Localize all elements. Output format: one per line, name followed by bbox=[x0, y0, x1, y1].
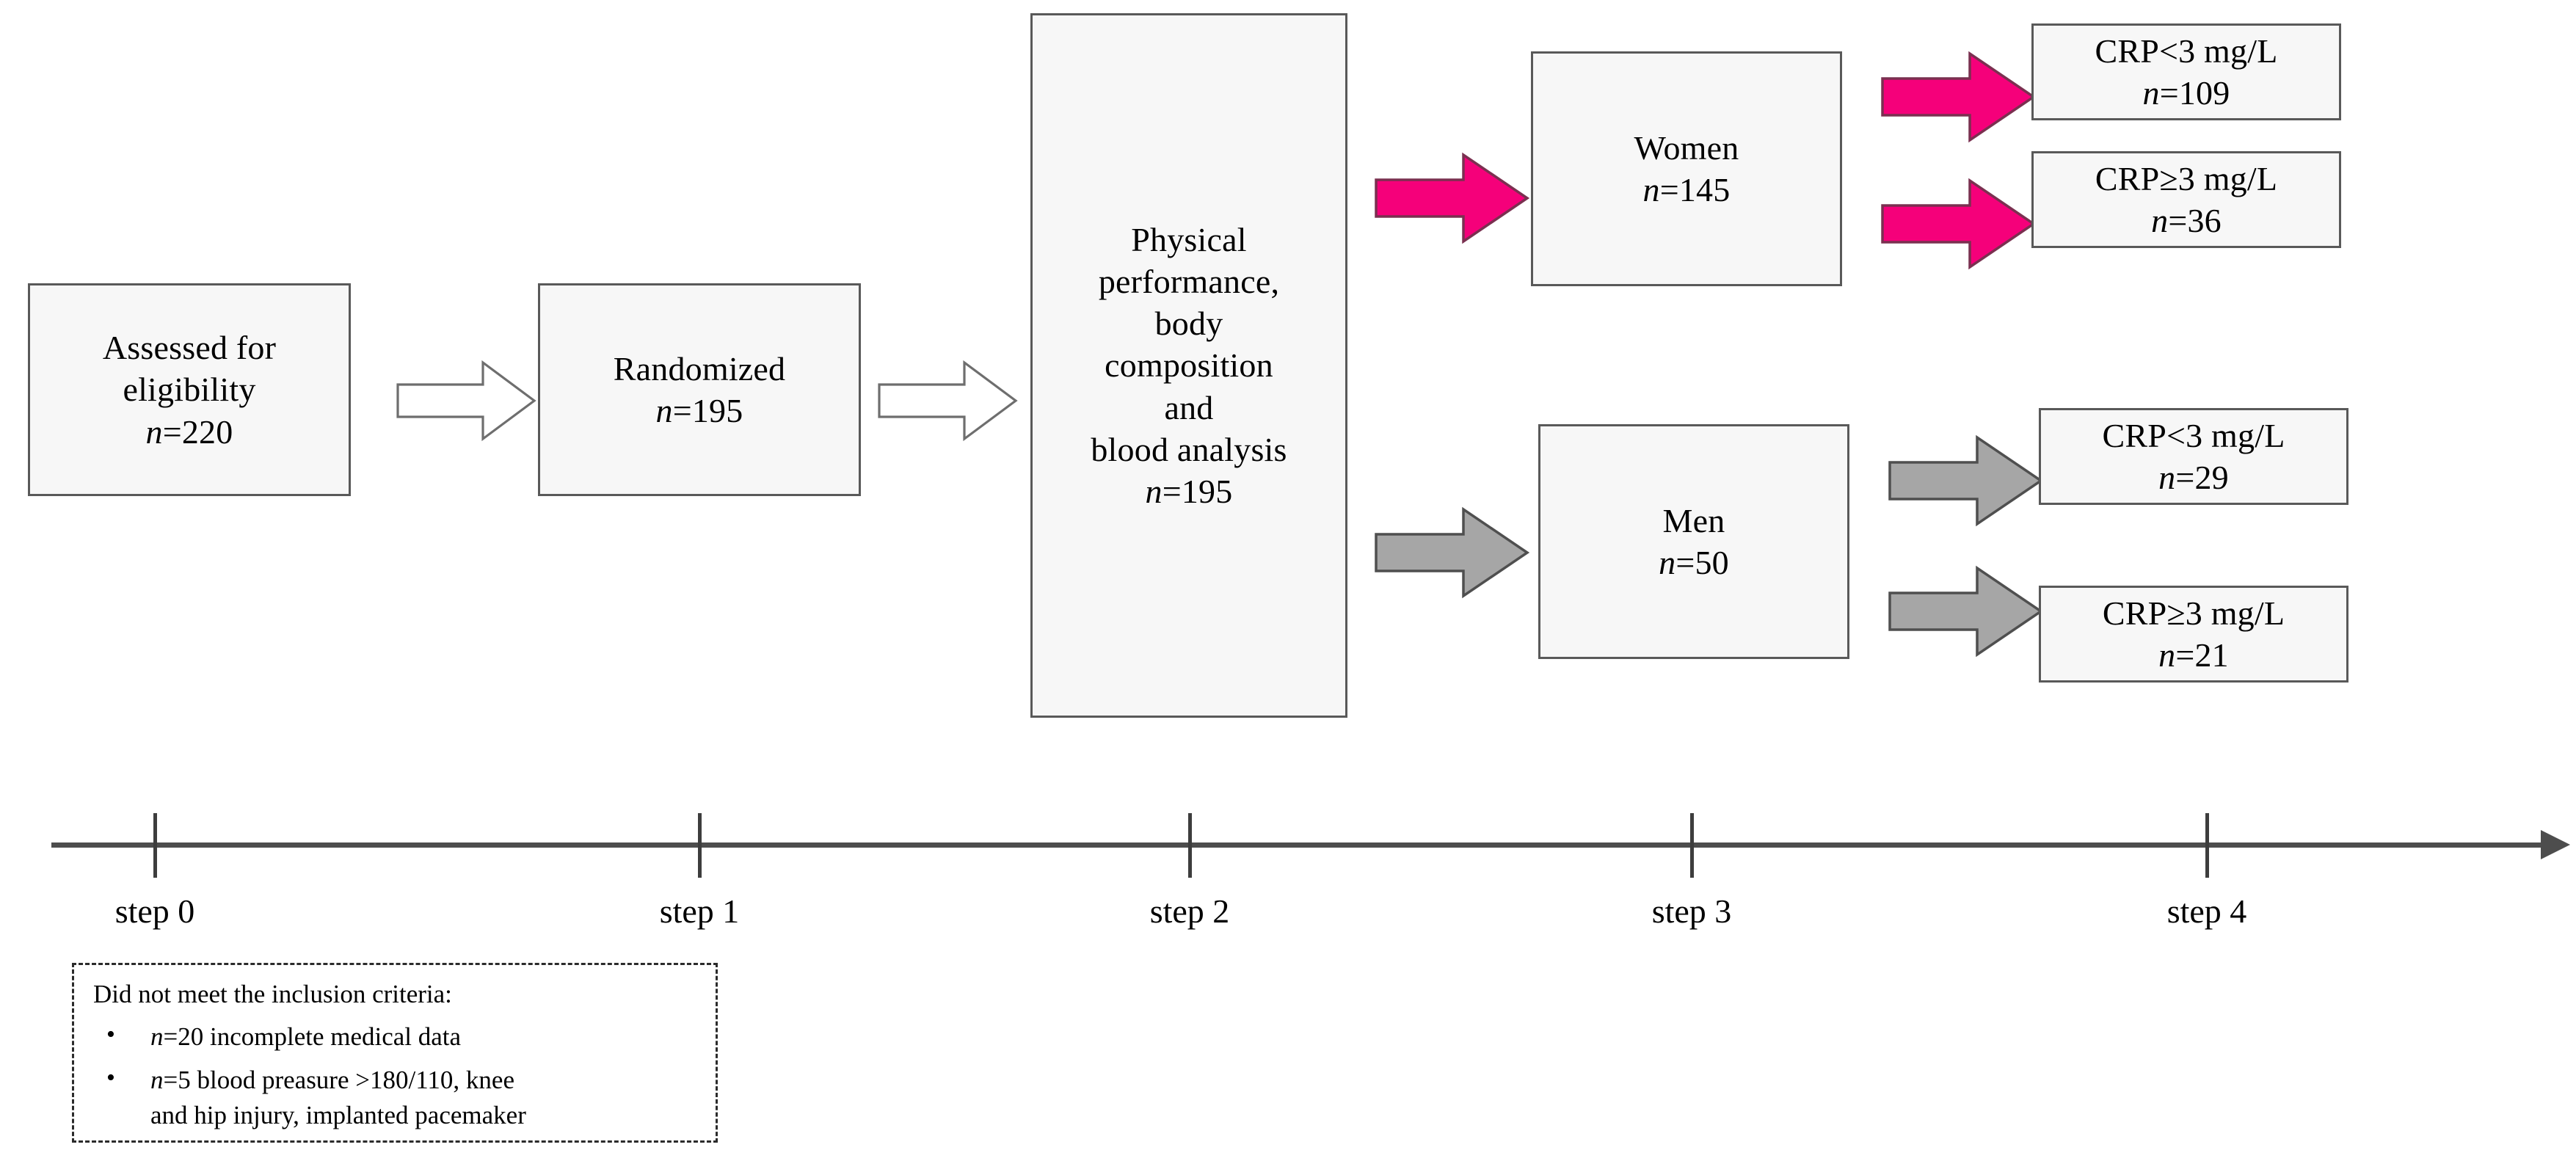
note-item-1-text: n=20 incomplete medical data bbox=[150, 1019, 699, 1055]
n-symbol: n bbox=[145, 412, 163, 451]
box-assessed-for-eligibility: Assessed for eligibility n=220 bbox=[28, 283, 351, 496]
axis-label-step-1: step 1 bbox=[659, 892, 740, 930]
axis-tick-step-4 bbox=[2205, 813, 2209, 878]
box-women-crp-low-line1: CRP<3 mg/L bbox=[2095, 32, 2278, 70]
note-title: Did not meet the inclusion criteria: bbox=[93, 980, 452, 1008]
box-women-crp-high-line1: CRP≥3 mg/L bbox=[2095, 159, 2278, 197]
box-randomized: Randomized n=195 bbox=[538, 283, 861, 496]
box-measurements: Physical performance, body composition a… bbox=[1030, 13, 1347, 718]
box-men-line1: Men bbox=[1662, 501, 1725, 539]
box-measurements-line3: body bbox=[1154, 305, 1223, 343]
box-men-crp-high-line1: CRP≥3 mg/L bbox=[2102, 594, 2285, 632]
n-value: =21 bbox=[2175, 636, 2229, 674]
n-symbol: n bbox=[2158, 459, 2176, 496]
arrow-men-to-crp-low-gray bbox=[1888, 433, 2044, 528]
axis-label-step-0: step 0 bbox=[114, 892, 195, 930]
arrow-men-to-crp-high-gray bbox=[1888, 564, 2044, 659]
box-women-crp-low: CRP<3 mg/L n=109 bbox=[2031, 23, 2341, 120]
note-item-2-text: n=5 blood preasure >180/110, knee bbox=[150, 1063, 699, 1098]
box-assessed-count: n=220 bbox=[34, 411, 344, 453]
note-item-1: • n=20 incomplete medical data bbox=[93, 1019, 699, 1055]
step-axis-line bbox=[51, 842, 2547, 848]
box-women-crp-high-count: n=36 bbox=[2038, 200, 2335, 241]
bullet-icon: • bbox=[106, 1021, 115, 1049]
n-symbol: n bbox=[2151, 202, 2169, 239]
box-men-crp-low: CRP<3 mg/L n=29 bbox=[2039, 408, 2348, 505]
n-value: =29 bbox=[2175, 459, 2229, 496]
box-measurements-line6: blood analysis bbox=[1091, 430, 1287, 468]
box-measurements-count: n=195 bbox=[1037, 470, 1341, 512]
box-women: Women n=145 bbox=[1531, 51, 1842, 286]
n-value: =195 bbox=[1162, 472, 1233, 510]
axis-label-step-4: step 4 bbox=[2166, 892, 2247, 930]
box-measurements-line4: composition bbox=[1105, 346, 1273, 385]
box-women-crp-high: CRP≥3 mg/L n=36 bbox=[2031, 151, 2341, 248]
box-assessed-line2: eligibility bbox=[123, 371, 256, 409]
arrow-to-men-gray bbox=[1374, 505, 1530, 600]
box-men-crp-high-count: n=21 bbox=[2045, 634, 2342, 676]
axis-tick-step-2 bbox=[1188, 813, 1192, 878]
bullet-icon: • bbox=[106, 1063, 115, 1091]
n-symbol: n bbox=[655, 392, 673, 429]
note-item-2: • n=5 blood preasure >180/110, knee and … bbox=[93, 1063, 699, 1134]
box-men: Men n=50 bbox=[1538, 424, 1849, 659]
note-item-1-value: =20 incomplete medical data bbox=[163, 1022, 462, 1052]
arrow-women-to-crp-high-pink bbox=[1880, 176, 2037, 272]
arrow-randomized-to-measurements bbox=[878, 357, 1018, 445]
box-women-crp-low-count: n=109 bbox=[2038, 72, 2335, 114]
box-randomized-count: n=195 bbox=[545, 390, 854, 432]
n-symbol: n bbox=[2158, 636, 2176, 674]
box-men-crp-low-line1: CRP<3 mg/L bbox=[2102, 416, 2285, 454]
step-axis-arrowhead bbox=[2541, 830, 2570, 859]
box-men-crp-low-count: n=29 bbox=[2045, 456, 2342, 498]
box-measurements-line2: performance, bbox=[1098, 263, 1280, 301]
box-men-crp-high: CRP≥3 mg/L n=21 bbox=[2039, 586, 2348, 683]
arrow-to-women-pink bbox=[1374, 150, 1530, 246]
box-randomized-line1: Randomized bbox=[613, 349, 786, 387]
box-men-count: n=50 bbox=[1545, 542, 1843, 583]
n-value: =220 bbox=[162, 412, 233, 451]
box-measurements-line5: and bbox=[1164, 388, 1214, 426]
box-women-count: n=145 bbox=[1538, 169, 1835, 211]
n-symbol: n bbox=[150, 1065, 164, 1094]
n-symbol: n bbox=[1145, 472, 1163, 510]
axis-tick-step-1 bbox=[698, 813, 702, 878]
n-value: =36 bbox=[2168, 202, 2222, 239]
n-symbol: n bbox=[1659, 544, 1676, 581]
axis-label-step-2: step 2 bbox=[1149, 892, 1230, 930]
box-measurements-line1: Physical bbox=[1131, 221, 1247, 259]
n-value: =109 bbox=[2159, 74, 2230, 112]
n-value: =195 bbox=[672, 392, 743, 429]
note-list: • n=20 incomplete medical data • n=5 blo… bbox=[93, 1019, 699, 1133]
n-symbol: n bbox=[2142, 74, 2160, 112]
axis-label-step-3: step 3 bbox=[1651, 892, 1732, 930]
note-item-2-value: =5 blood preasure >180/110, knee bbox=[163, 1065, 514, 1094]
n-symbol: n bbox=[1642, 171, 1660, 208]
arrow-assessed-to-randomized bbox=[396, 357, 536, 445]
axis-tick-step-0 bbox=[153, 813, 157, 878]
n-value: =50 bbox=[1676, 544, 1729, 581]
box-assessed-line1: Assessed for bbox=[102, 329, 277, 367]
exclusion-note-box: Did not meet the inclusion criteria: • n… bbox=[72, 963, 718, 1143]
n-value: =145 bbox=[1659, 171, 1731, 208]
axis-tick-step-3 bbox=[1690, 813, 1694, 878]
note-item-2-text-cont: and hip injury, implanted pacemaker bbox=[150, 1100, 526, 1129]
arrow-women-to-crp-low-pink bbox=[1880, 49, 2037, 145]
n-symbol: n bbox=[150, 1022, 164, 1052]
box-women-line1: Women bbox=[1634, 128, 1739, 167]
